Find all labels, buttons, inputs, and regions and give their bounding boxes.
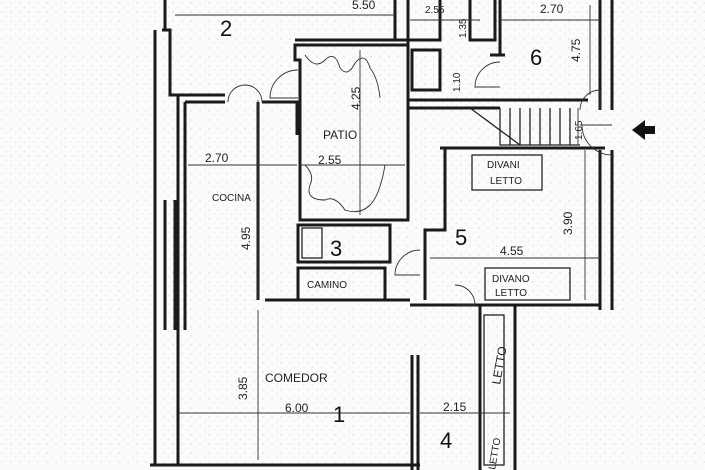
room-6-number: 6 <box>530 45 542 70</box>
dim-top-room6: 2.70 <box>540 2 564 16</box>
dim-room5-width: 4.55 <box>500 244 524 258</box>
divani-letto-label-1: DIVANI <box>487 160 520 171</box>
letto-bottom-label: LETTO <box>487 437 503 470</box>
room-2-number: 2 <box>220 16 232 41</box>
dim-top-room2: 5.50 <box>352 0 376 12</box>
divano-letto-label-2: LETTO <box>495 288 527 299</box>
fixtures <box>301 154 571 466</box>
dim-cocina-width: 2.70 <box>205 151 229 165</box>
room-3-number: 3 <box>330 236 342 261</box>
dim-stairs: 1.65 <box>574 120 585 140</box>
dim-110: 1.10 <box>452 72 463 92</box>
room-1-number: 1 <box>333 402 345 427</box>
letto-label: LETTO <box>489 345 509 385</box>
dim-patio-width: 2.55 <box>318 153 342 167</box>
patio-plants <box>304 54 386 213</box>
dim-135: 1.35 <box>458 18 469 38</box>
room-5-number: 5 <box>455 225 467 250</box>
dim-comedor-width: 6.00 <box>285 401 309 415</box>
divano-letto-label-1: DIVANO <box>492 274 530 285</box>
cocina-label: COCINA <box>212 193 251 204</box>
dim-patio-height: 4.25 <box>349 86 363 110</box>
doors <box>227 61 613 306</box>
dimension-lines <box>175 5 600 460</box>
dim-cocina-height: 4.95 <box>239 226 253 250</box>
divani-letto-label-2: LETTO <box>490 176 522 187</box>
dim-room4-width: 2.15 <box>443 400 467 414</box>
patio-label: PATIO <box>323 128 357 142</box>
comedor-label: COMEDOR <box>265 371 328 385</box>
dim-room5-height: 3.90 <box>561 211 575 235</box>
dim-top-center: 2.55 <box>425 5 445 16</box>
dim-room6-height: 4.75 <box>569 38 583 62</box>
room-4-number: 4 <box>440 428 452 453</box>
camino-label: CAMINO <box>307 280 347 291</box>
entrance-arrow-icon <box>632 120 655 140</box>
dim-comedor-height: 3.85 <box>236 376 250 400</box>
